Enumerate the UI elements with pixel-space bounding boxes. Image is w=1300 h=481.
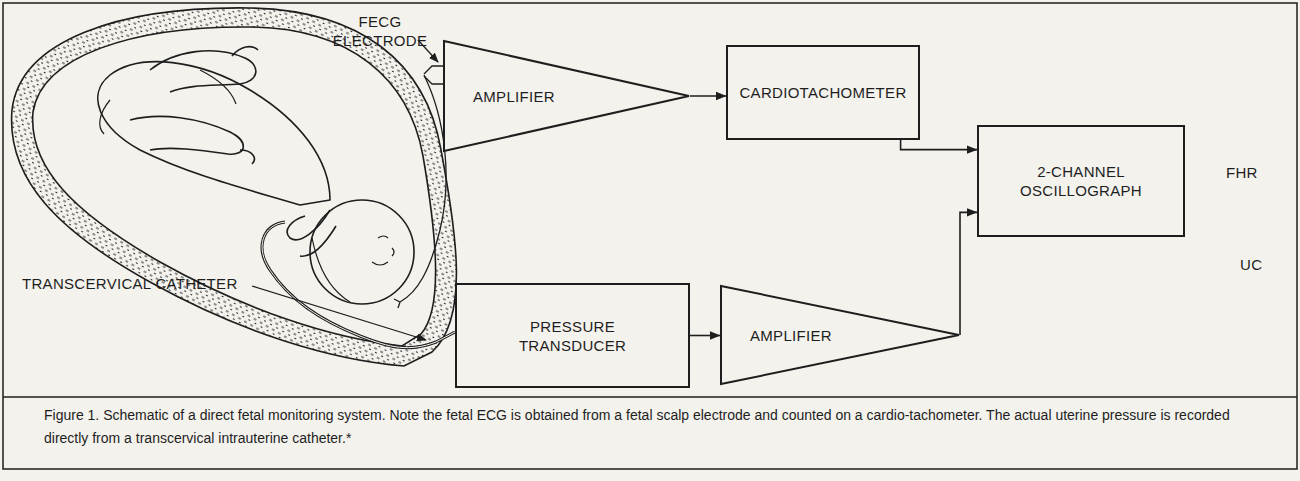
- node-text-group: PRESSURE TRANSDUCER: [508, 317, 638, 355]
- figure-caption: Figure 1. Schematic of a direct fetal mo…: [44, 404, 1274, 450]
- box-label: PRESSURE TRANSDUCER: [508, 317, 638, 355]
- process-box: CARDIOTACHOMETER: [726, 45, 920, 140]
- signal-arrow: [690, 335, 720, 337]
- node-text-group: AMPLIFIER: [473, 87, 555, 106]
- figure-frame: [3, 3, 1297, 469]
- node-text-group: CARDIOTACHOMETER: [739, 83, 906, 102]
- process-box: 2-CHANNEL OSCILLOGRAPH: [977, 125, 1185, 237]
- leader-arrow: [252, 286, 426, 340]
- signal-arrow: [901, 140, 977, 150]
- fetus: [98, 47, 414, 304]
- part-label: FHR: [1226, 163, 1258, 182]
- amplifier-triangle: AMPLIFIER: [720, 285, 960, 385]
- part-label: FECG ELECTRODE: [330, 12, 430, 50]
- part-label: TRANSCERVICAL CATHETER: [22, 274, 238, 293]
- signal-arrow: [690, 95, 726, 97]
- part-label: UC: [1240, 255, 1262, 274]
- box-label: AMPLIFIER: [473, 87, 555, 106]
- intrauterine-catheter: [262, 222, 455, 348]
- signal-arrow: [960, 212, 977, 335]
- uterus-wall: [12, 8, 457, 366]
- process-box: PRESSURE TRANSDUCER: [455, 283, 690, 388]
- box-label: 2-CHANNEL OSCILLOGRAPH: [1011, 162, 1151, 200]
- amplifier-triangle: AMPLIFIER: [443, 40, 690, 152]
- electrode-wire: [394, 66, 446, 308]
- node-text-group: AMPLIFIER: [750, 326, 832, 345]
- box-label: CARDIOTACHOMETER: [739, 83, 906, 102]
- node-text-group: 2-CHANNEL OSCILLOGRAPH: [1011, 162, 1151, 200]
- caption-rule: [3, 396, 1297, 398]
- box-label: AMPLIFIER: [750, 326, 832, 345]
